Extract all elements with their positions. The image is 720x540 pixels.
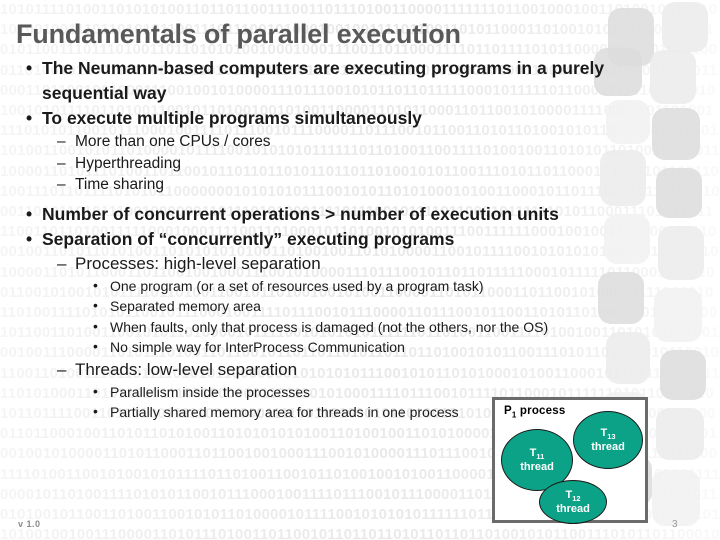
thread-role: thread xyxy=(591,441,625,454)
bullet-item: • Separated memory area xyxy=(0,296,720,317)
thread-ellipse-t12: T12 thread xyxy=(539,480,607,524)
thread-name-letter: T xyxy=(565,488,573,501)
process-thread-diagram: P1 process T11 thread T13 thread T12 thr… xyxy=(492,397,648,524)
thread-name-index: 11 xyxy=(536,451,545,461)
bullet-marker-icon: • xyxy=(93,382,98,399)
bullet-text: When faults, only that process is damage… xyxy=(110,318,549,335)
thread-name-letter: T xyxy=(529,446,537,459)
bullet-item: • Number of concurrent operations > numb… xyxy=(0,202,720,227)
bullet-marker-icon: • xyxy=(26,228,33,249)
bullet-item: – Processes: high-level separation xyxy=(0,252,720,276)
thread-name-letter: T xyxy=(600,426,608,439)
bullet-text: One program (or a set of resources used … xyxy=(110,277,484,294)
bullet-list-level2: – Processes: high-level separation • One… xyxy=(0,252,720,423)
bullet-item: • No simple way for InterProcess Communi… xyxy=(0,337,720,358)
bullet-marker-icon: • xyxy=(93,276,98,293)
bullet-text: Hyperthreading xyxy=(75,154,181,172)
process-label-name: P xyxy=(504,405,512,417)
bullet-list-level2: – More than one CPUs / cores – Hyperthre… xyxy=(0,131,720,196)
bullet-text: No simple way for InterProcess Communica… xyxy=(110,339,405,355)
bullet-marker-icon: – xyxy=(57,133,66,150)
thread-role: thread xyxy=(556,503,590,516)
thread-ellipse-t13: T13 thread xyxy=(573,411,643,469)
thread-name-index: 13 xyxy=(607,431,616,441)
bullet-text: Number of concurrent operations > number… xyxy=(42,203,559,224)
bullet-item: – Hyperthreading xyxy=(0,153,720,175)
bullet-marker-icon: • xyxy=(93,403,98,419)
bullet-text: Separated memory area xyxy=(110,298,261,314)
bullet-item: – More than one CPUs / cores xyxy=(0,131,720,153)
footer-version: v 1.0 xyxy=(18,519,41,529)
bullet-item: – Time sharing xyxy=(0,174,720,196)
bullet-text: Processes: high-level separation xyxy=(75,253,321,273)
bullet-text: Parallelism inside the processes xyxy=(110,383,310,400)
bullet-marker-icon: • xyxy=(26,58,33,78)
bullet-list-level3: • One program (or a set of resources use… xyxy=(0,276,720,358)
bullet-item: • Separation of “concurrently” executing… xyxy=(0,227,720,252)
bullet-text: The Neumann-based computers are executin… xyxy=(42,58,605,103)
bullet-item: • One program (or a set of resources use… xyxy=(0,276,720,297)
bullet-item: • The Neumann-based computers are execut… xyxy=(0,56,720,106)
bullet-text: To execute multiple programs simultaneou… xyxy=(42,108,422,128)
thread-name-index: 12 xyxy=(572,493,581,503)
bullet-marker-icon: • xyxy=(93,338,98,354)
process-label: P1 process xyxy=(504,405,565,419)
thread-name: T12 xyxy=(565,489,580,504)
bullet-marker-icon: – xyxy=(57,253,67,273)
bullet-text: Threads: low-level separation xyxy=(75,359,298,379)
bg-tile xyxy=(652,470,700,526)
thread-role: thread xyxy=(520,461,554,474)
bullet-marker-icon: • xyxy=(93,297,98,313)
bullet-item: • Partially shared memory area for threa… xyxy=(0,402,500,423)
bullet-text: Time sharing xyxy=(75,176,165,193)
thread-name: T11 xyxy=(530,447,545,462)
bullet-list-level3: • Parallelism inside the processes • Par… xyxy=(0,382,720,423)
process-label-tail: process xyxy=(516,405,566,417)
bullet-list-level1: • The Neumann-based computers are execut… xyxy=(0,56,720,423)
footer-page-number: 3 xyxy=(672,519,678,530)
bullet-marker-icon: • xyxy=(26,203,33,224)
bullet-text: Separation of “concurrently” executing p… xyxy=(42,228,455,249)
bullet-item: – Threads: low-level separation xyxy=(0,358,720,382)
bullet-text: Partially shared memory area for threads… xyxy=(110,404,459,420)
thread-name: T13 xyxy=(600,427,615,442)
bullet-marker-icon: • xyxy=(26,108,33,128)
bg-tile xyxy=(662,2,708,52)
bullet-marker-icon: – xyxy=(57,154,66,172)
process-label-index: 1 xyxy=(511,410,517,420)
bullet-item: • When faults, only that process is dama… xyxy=(0,317,720,338)
bullet-item: • Parallelism inside the processes xyxy=(0,382,720,403)
bullet-text: More than one CPUs / cores xyxy=(75,133,271,150)
slide-title: Fundamentals of parallel execution xyxy=(16,19,461,49)
bullet-marker-icon: • xyxy=(93,317,98,334)
slide-body: • The Neumann-based computers are execut… xyxy=(0,56,720,423)
bullet-item: • To execute multiple programs simultane… xyxy=(0,106,720,131)
bullet-marker-icon: – xyxy=(57,359,67,379)
bullet-marker-icon: – xyxy=(57,176,66,193)
